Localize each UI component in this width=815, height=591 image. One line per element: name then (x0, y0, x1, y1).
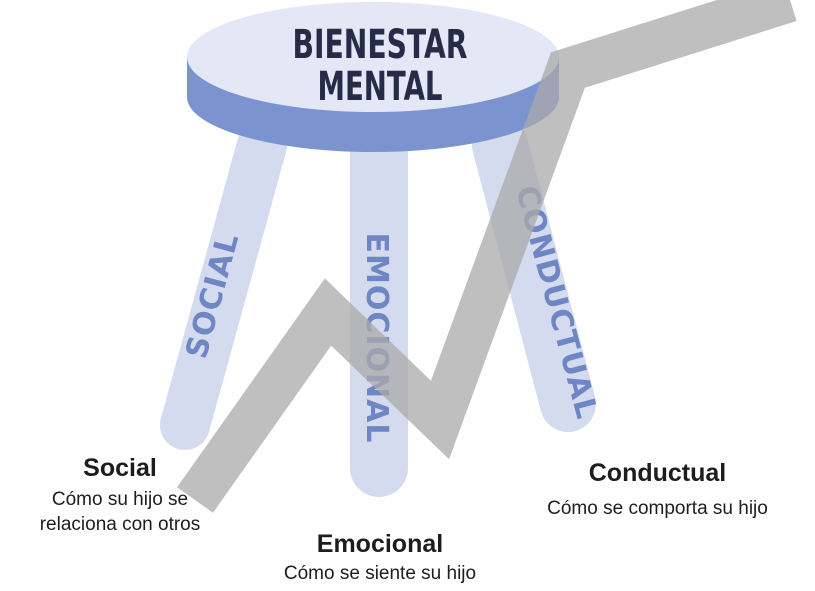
watermark-mpl (177, 0, 797, 513)
caption-conductual-title: Conductual (588, 459, 727, 487)
seat-title-line1: BIENESTAR (293, 22, 468, 68)
caption-emocional: Emocional Cómo se siente su hijo (230, 529, 530, 586)
caption-emocional-title: Emocional (316, 530, 444, 558)
seat-top (187, 2, 559, 112)
caption-conductual-line1: Cómo se comporta su hijo (547, 498, 768, 519)
caption-social: Social Cómo su hijo se relaciona con otr… (0, 453, 240, 537)
caption-emocional-line1: Cómo se siente su hijo (283, 563, 477, 584)
caption-social-line1: Cómo su hijo se (51, 489, 189, 510)
caption-social-title: Social (83, 454, 157, 482)
stool-seat (187, 2, 559, 152)
seat-title-line2: MENTAL (318, 64, 443, 110)
caption-conductual: Conductual Cómo se comporta su hijo (500, 458, 815, 521)
caption-social-line2: relaciona con otros (39, 514, 201, 535)
watermark (177, 0, 797, 513)
leg-social (160, 120, 287, 450)
